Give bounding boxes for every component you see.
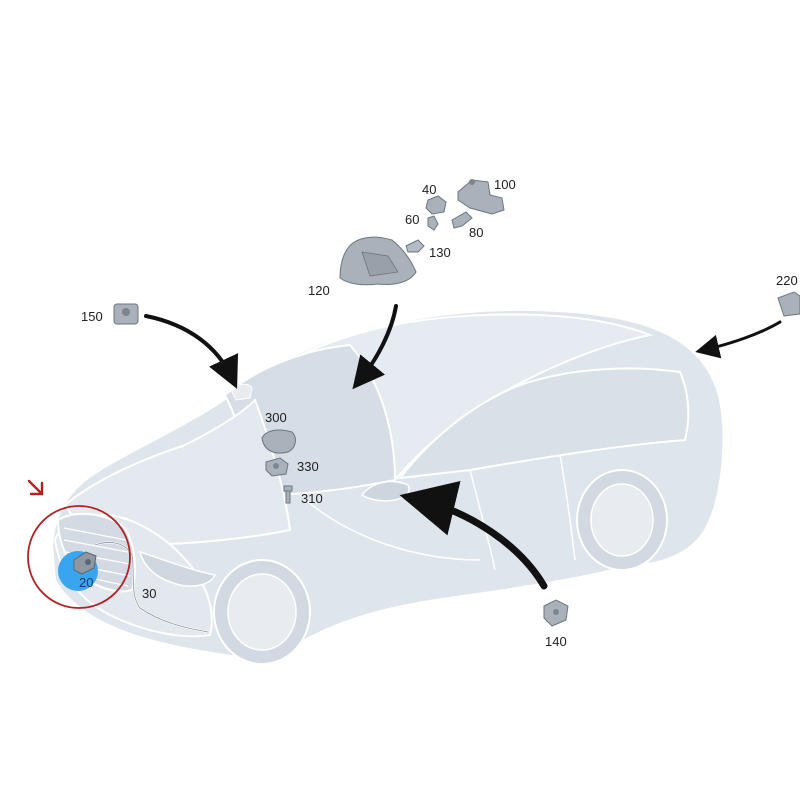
pointer-arrows xyxy=(144,304,782,590)
car-front-wheel xyxy=(213,559,311,665)
car-headlight xyxy=(138,550,217,587)
car-illustration xyxy=(50,308,725,665)
car-side-window xyxy=(397,367,690,480)
part-310[interactable] xyxy=(283,485,293,504)
label-130[interactable]: 130 xyxy=(429,245,451,260)
part-80[interactable] xyxy=(451,211,473,229)
arrow-150 xyxy=(144,314,239,389)
part-330[interactable] xyxy=(265,457,289,477)
part-60[interactable] xyxy=(427,215,439,231)
part-140[interactable] xyxy=(543,599,569,627)
label-80[interactable]: 80 xyxy=(469,225,483,240)
arrow-120 xyxy=(352,304,398,390)
part-220[interactable] xyxy=(777,291,800,317)
label-140[interactable]: 140 xyxy=(545,634,567,649)
highlight-arrow-icon xyxy=(27,479,44,496)
label-20[interactable]: 20 xyxy=(79,575,93,590)
part-100[interactable] xyxy=(457,179,505,215)
part-300[interactable] xyxy=(261,429,296,454)
label-60[interactable]: 60 xyxy=(405,212,419,227)
part-150[interactable] xyxy=(113,303,139,325)
arrow-220 xyxy=(695,320,782,359)
label-120[interactable]: 120 xyxy=(308,283,330,298)
arrow-140 xyxy=(399,480,548,590)
part-20-selected[interactable] xyxy=(58,551,98,591)
label-100[interactable]: 100 xyxy=(494,177,516,192)
label-40[interactable]: 40 xyxy=(422,182,436,197)
car-rear-wheel xyxy=(576,469,668,571)
label-330[interactable]: 330 xyxy=(297,459,319,474)
label-220[interactable]: 220 xyxy=(776,273,798,288)
part-130[interactable] xyxy=(405,239,425,253)
part-120[interactable] xyxy=(339,236,417,286)
label-150[interactable]: 150 xyxy=(81,309,103,324)
label-310[interactable]: 310 xyxy=(301,491,323,506)
part-labels: 20 30 40 60 80 100 120 130 140 150 220 3… xyxy=(79,177,798,649)
highlight-circle xyxy=(27,505,131,609)
part-40[interactable] xyxy=(425,195,447,215)
label-300[interactable]: 300 xyxy=(265,410,287,425)
highlight-group xyxy=(27,479,131,609)
label-30[interactable]: 30 xyxy=(142,586,156,601)
